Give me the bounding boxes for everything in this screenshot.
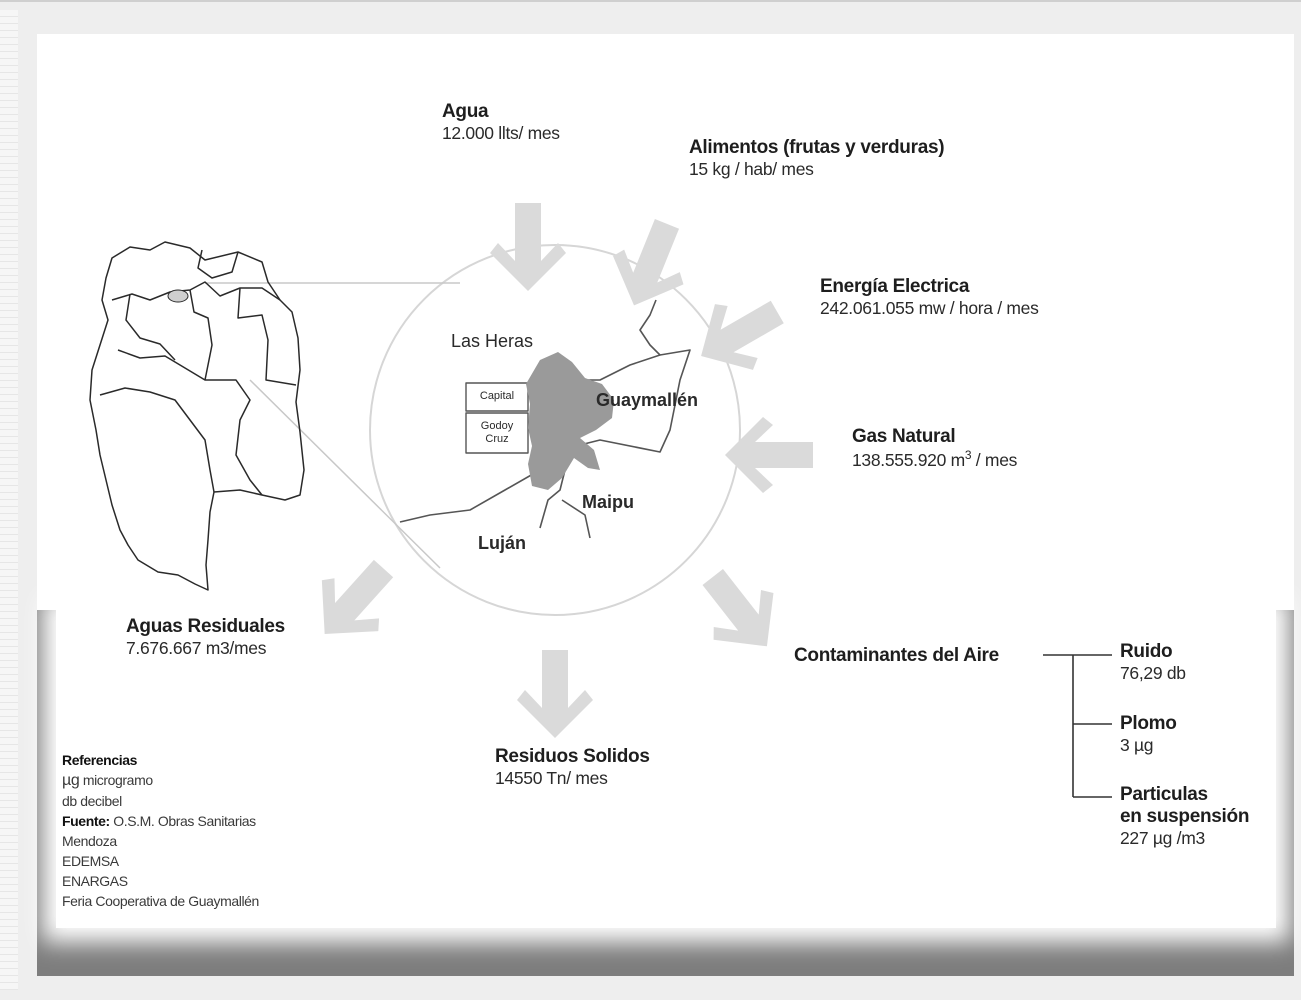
residuos-value: 14550 Tn/ mes [495,768,608,788]
dept-lujan: Luján [478,533,526,553]
gas-title: Gas Natural [852,426,956,447]
gas-value-sup: 3 [964,448,972,462]
province-map [89,241,305,591]
source-2: Mendoza [62,833,117,849]
dept-las-heras: Las Heras [451,331,534,351]
alimentos-title: Alimentos (frutas y verduras) [689,137,945,158]
plomo-title: Plomo [1120,713,1177,734]
contaminant-particulas: Particulas en suspensión 227 µg /m3 [1120,784,1249,849]
label-aguas-residuales: Aguas Residuales 7.676.667 m3/mes [126,616,285,659]
dept-godoy: Godoy [480,420,514,432]
label-gas: Gas Natural 138.555.920 m3 / mes [852,426,1017,471]
label-agua: Agua 12.000 llts/ mes [442,101,560,144]
contaminant-ruido: Ruido 76,29 db [1120,641,1186,684]
connector-line-bottom [249,379,441,569]
arrow-gas [725,417,813,493]
gas-value: 138.555.920 m3 / mes [852,448,1017,471]
source-3: EDEMSA [62,853,119,869]
urban-area [526,352,614,490]
alimentos-value: 15 kg / hab/ mes [689,159,814,179]
source-5: Feria Cooperativa de Guaymallén [62,893,259,909]
ruido-title: Ruido [1120,641,1173,662]
source-label: Fuente: [62,813,110,829]
particulas-title-2: en suspensión [1120,806,1250,827]
reference-db: db decibel [62,793,122,809]
arrow-contaminantes [682,553,797,670]
label-residuos: Residuos Solidos 14550 Tn/ mes [495,746,650,789]
arrow-aguas-residuales [296,543,412,660]
particulas-title-1: Particulas [1120,784,1208,805]
reference-ug: µg microgramo [62,770,259,791]
dept-cruz: Cruz [485,433,509,445]
contaminant-bracket [1043,654,1112,798]
aguas-residuales-title: Aguas Residuales [126,616,285,637]
contaminantes-title: Contaminantes del Aire [794,645,999,666]
ug-symbol: µg [62,772,80,789]
plomo-value: 3 µg [1120,735,1154,755]
left-ruler [0,10,18,990]
arrow-energia [682,279,797,389]
arrow-agua [490,203,566,291]
energia-title: Energía Electrica [820,276,970,297]
arrow-residuos [517,650,593,738]
references-heading: Referencias [62,752,137,768]
ruido-value: 76,29 db [1120,663,1186,683]
city-circle [369,244,741,616]
gas-value-unit: / mes [971,449,1018,470]
dept-guaymallen: Guaymallén [596,390,699,410]
agua-title: Agua [442,101,489,122]
residuos-title: Residuos Solidos [495,746,650,767]
contaminant-plomo: Plomo 3 µg [1120,713,1177,756]
label-alimentos: Alimentos (frutas y verduras) 15 kg / ha… [689,137,945,180]
label-energia: Energía Electrica 242.061.055 mw / hora … [820,276,1039,319]
reference-source: Fuente: O.S.M. Obras Sanitarias [62,811,259,831]
dept-maipu: Maipu [582,492,634,512]
dept-godoy-cruz: Godoy Cruz [466,420,528,446]
energia-value: 242.061.055 mw / hora / mes [820,298,1039,318]
source-4: ENARGAS [62,873,128,889]
dept-capital: Capital [479,390,515,402]
arrow-alimentos [598,209,703,320]
ug-text: microgramo [79,772,153,788]
particulas-value: 227 µg /m3 [1120,828,1205,848]
label-contaminantes: Contaminantes del Aire [794,645,999,667]
diagram-panel [37,34,1294,610]
source-1: O.S.M. Obras Sanitarias [109,813,256,829]
gas-value-number: 138.555.920 m [852,449,965,470]
agua-value: 12.000 llts/ mes [442,123,560,143]
references-block: Referencias µg microgramo db decibel Fue… [62,750,259,911]
aguas-residuales-value: 7.676.667 m3/mes [126,638,267,658]
